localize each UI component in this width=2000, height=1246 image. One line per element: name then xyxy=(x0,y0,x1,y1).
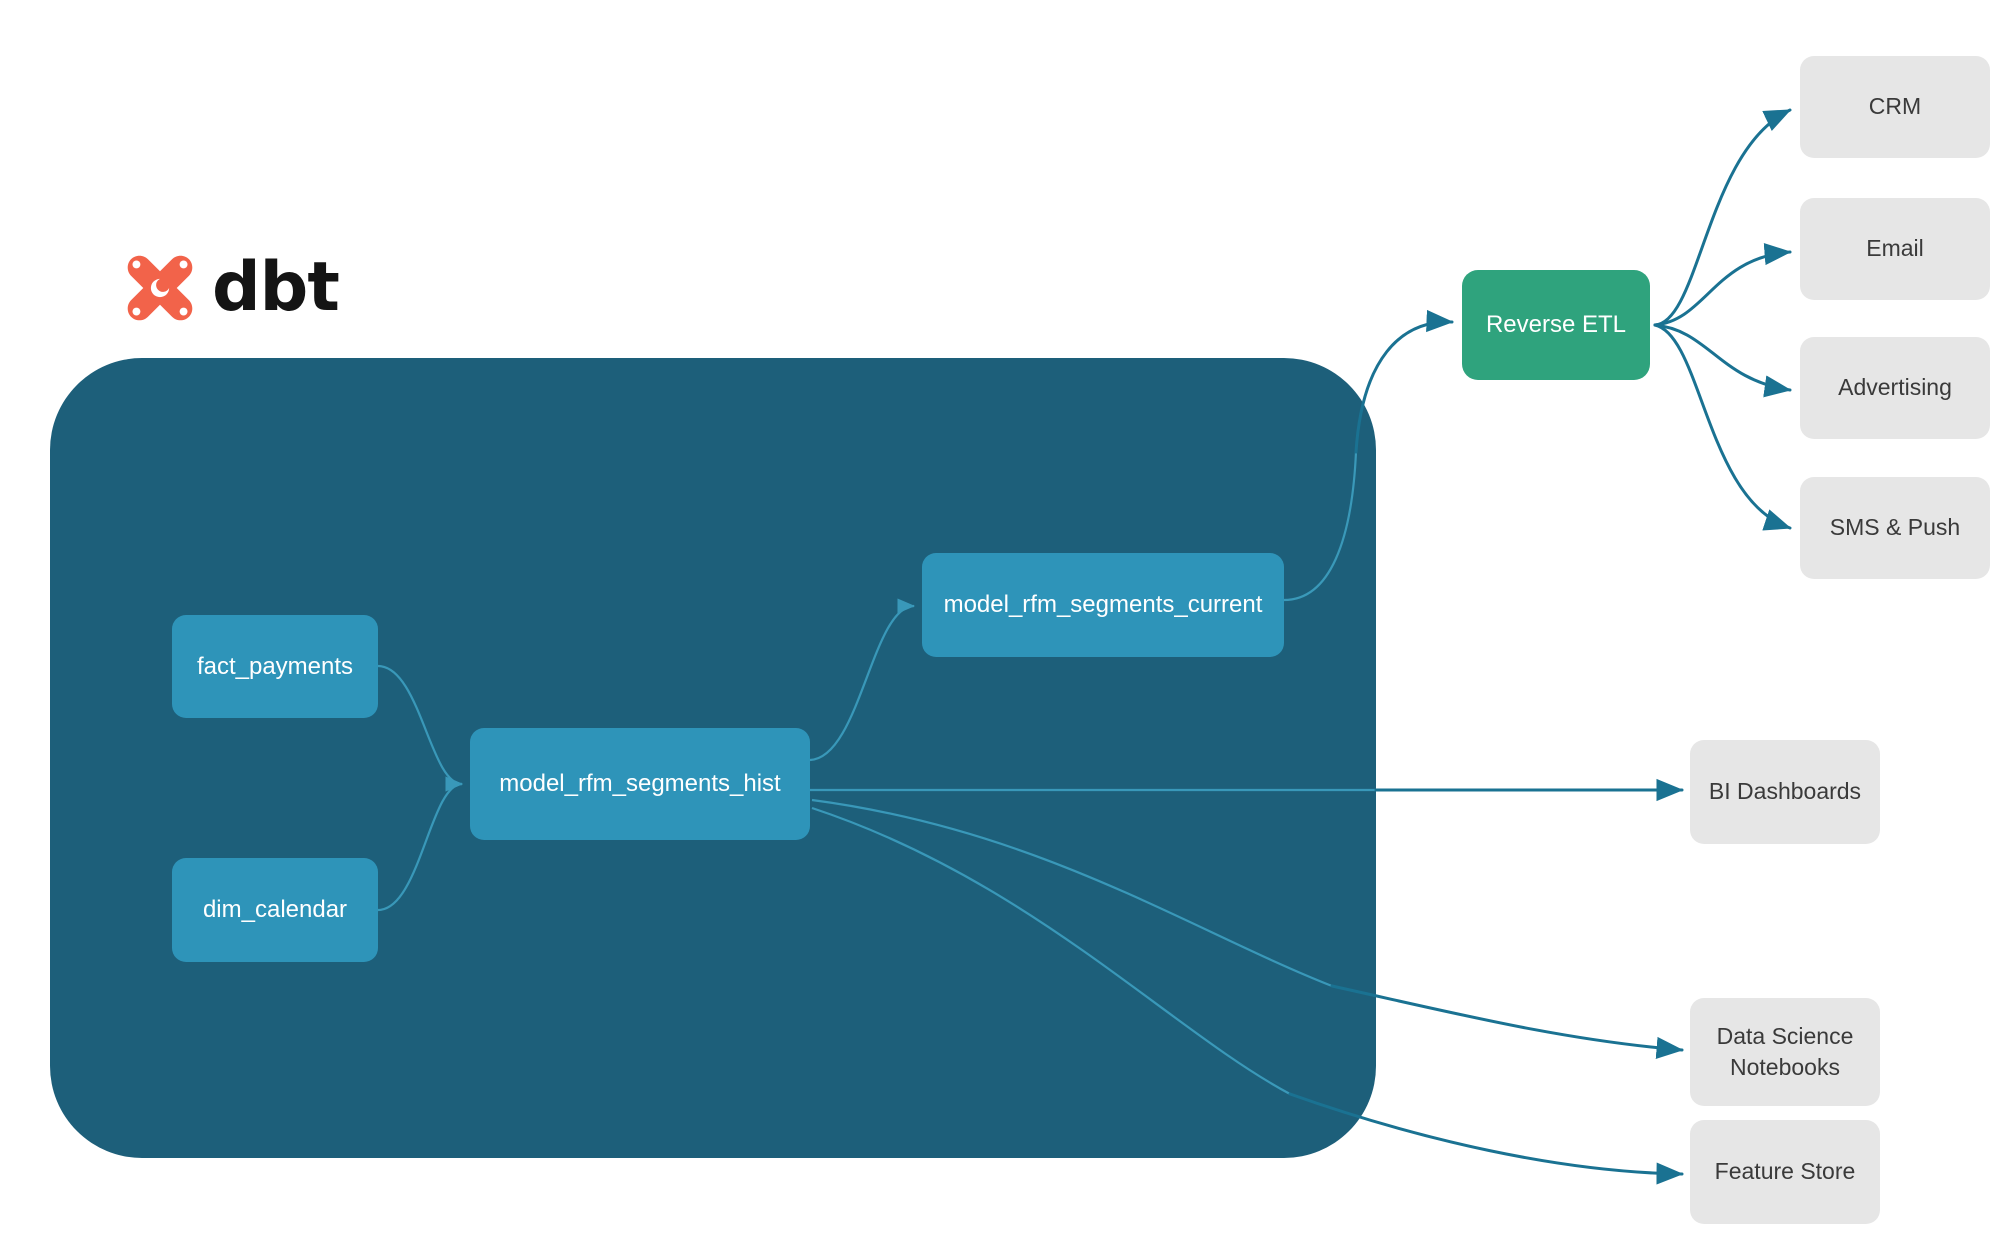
dbt-x-mark-icon xyxy=(127,255,193,321)
destination-node-advertising[interactable]: Advertising xyxy=(1800,337,1990,439)
destination-node-feature-store[interactable]: Feature Store xyxy=(1690,1120,1880,1224)
dbt-wordmark: dbt xyxy=(212,248,340,327)
node-label-line1: Data Science xyxy=(1716,1022,1854,1049)
node-label: model_rfm_segments_current xyxy=(943,591,1263,618)
edge-reverse-etl-to-crm xyxy=(1653,108,1792,327)
node-label: model_rfm_segments_hist xyxy=(499,770,781,797)
edge-reverse-etl-to-sms-push xyxy=(1653,323,1792,531)
node-label: Feature Store xyxy=(1714,1158,1856,1185)
model-node-dim-calendar[interactable]: dim_calendar xyxy=(172,858,378,962)
node-label: CRM xyxy=(1868,93,1922,120)
reverse-etl-node[interactable]: Reverse ETL xyxy=(1462,270,1650,380)
model-node-rfm-segments-hist[interactable]: model_rfm_segments_hist xyxy=(470,728,810,840)
node-label: Reverse ETL xyxy=(1485,311,1627,338)
destination-node-data-science-notebooks[interactable]: Data Science Notebooks xyxy=(1690,998,1880,1106)
node-label: dim_calendar xyxy=(202,896,348,923)
destination-node-bi-dashboards[interactable]: BI Dashboards xyxy=(1690,740,1880,844)
destination-node-crm[interactable]: CRM xyxy=(1800,56,1990,158)
edge-to-ds-notebooks xyxy=(1330,984,1684,1059)
edge-reverse-etl-to-email xyxy=(1653,242,1792,327)
destination-node-email[interactable]: Email xyxy=(1800,198,1990,300)
node-label: SMS & Push xyxy=(1829,514,1961,541)
node-label: fact_payments xyxy=(196,652,354,680)
dbt-logo: dbt xyxy=(122,248,340,327)
node-label: Advertising xyxy=(1838,374,1952,401)
model-node-fact-payments[interactable]: fact_payments xyxy=(172,615,378,718)
node-label: BI Dashboards xyxy=(1708,778,1862,805)
node-label: Email xyxy=(1866,235,1924,262)
edge-reverse-etl-to-advertising xyxy=(1653,323,1792,398)
model-node-rfm-segments-current[interactable]: model_rfm_segments_current xyxy=(922,553,1284,657)
destination-node-sms-push[interactable]: SMS & Push xyxy=(1800,477,1990,579)
node-label-line2: Notebooks xyxy=(1730,1054,1840,1080)
node-label-wrap: Data Science Notebooks xyxy=(1717,1021,1854,1083)
